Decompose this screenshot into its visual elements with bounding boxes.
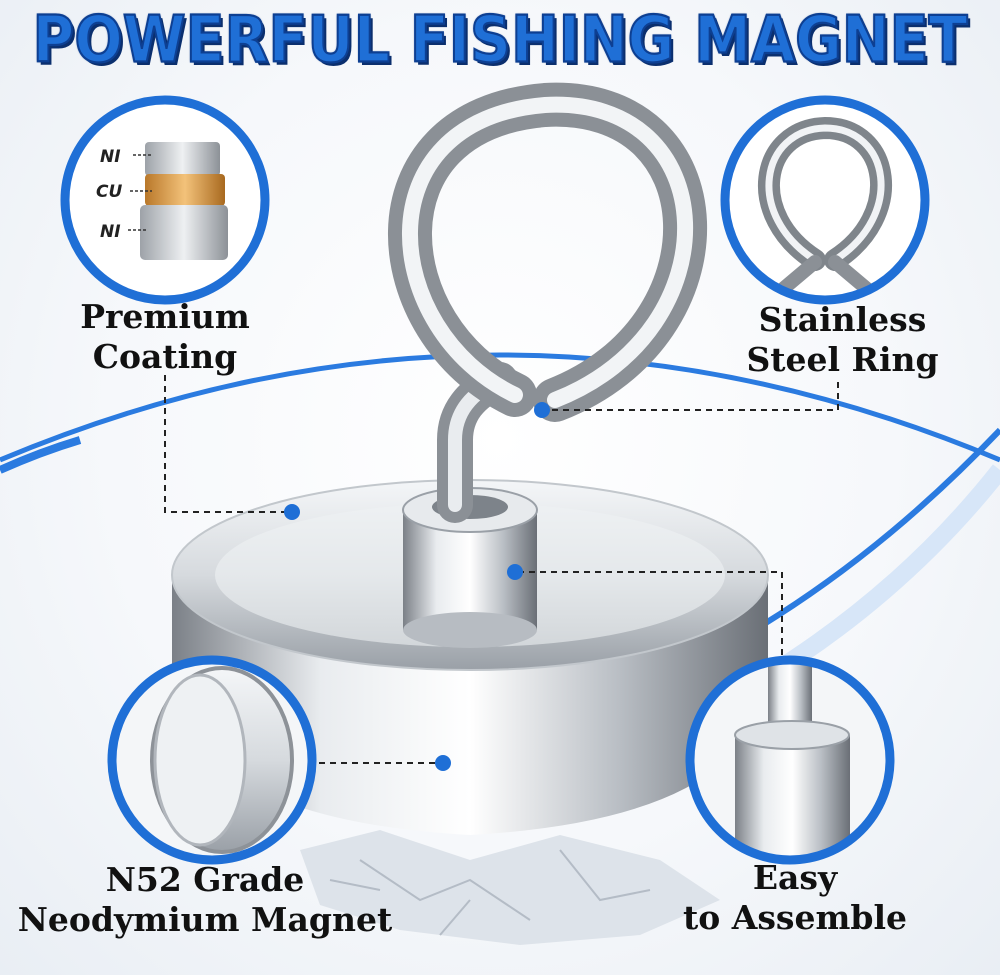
feature-label-magnet: N52 Grade Neodymium Magnet [10,860,400,940]
feature-ring-line2: Steel Ring [746,340,939,379]
ring-inset [720,95,930,305]
callout-lines [164,375,839,764]
callout-dot-ring [534,402,550,418]
callout-dot-magnet [435,755,451,771]
feature-coating-line2: Coating [92,337,238,376]
layer-label-ni-top: NI [100,147,121,167]
layer-label-ni-bottom: NI [100,222,121,242]
feature-label-assemble: Easy to Assemble [665,858,925,938]
feature-label-ring: Stainless Steel Ring [735,300,950,380]
feature-assemble-line2: to Assemble [682,898,908,937]
layer-label-cu: CU [96,182,122,202]
callout-dots [284,402,550,771]
feature-magnet-line2: Neodymium Magnet [17,900,393,939]
feature-magnet-line1: N52 Grade [105,860,305,899]
callout-dot-assemble [507,564,523,580]
feature-ring-line1: Stainless [758,300,927,339]
callout-dot-coating [284,504,300,520]
cracked-ground [300,830,720,945]
page-title: POWERFUL FISHING MAGNET [32,2,969,78]
feature-assemble-line1: Easy [752,858,838,897]
coating-inset [60,95,270,305]
magnet-inset [107,655,317,865]
eyebolt-ring [388,82,708,523]
assemble-inset [685,655,895,865]
feature-label-coating: Premium Coating [70,297,260,377]
feature-coating-line1: Premium [80,297,250,336]
